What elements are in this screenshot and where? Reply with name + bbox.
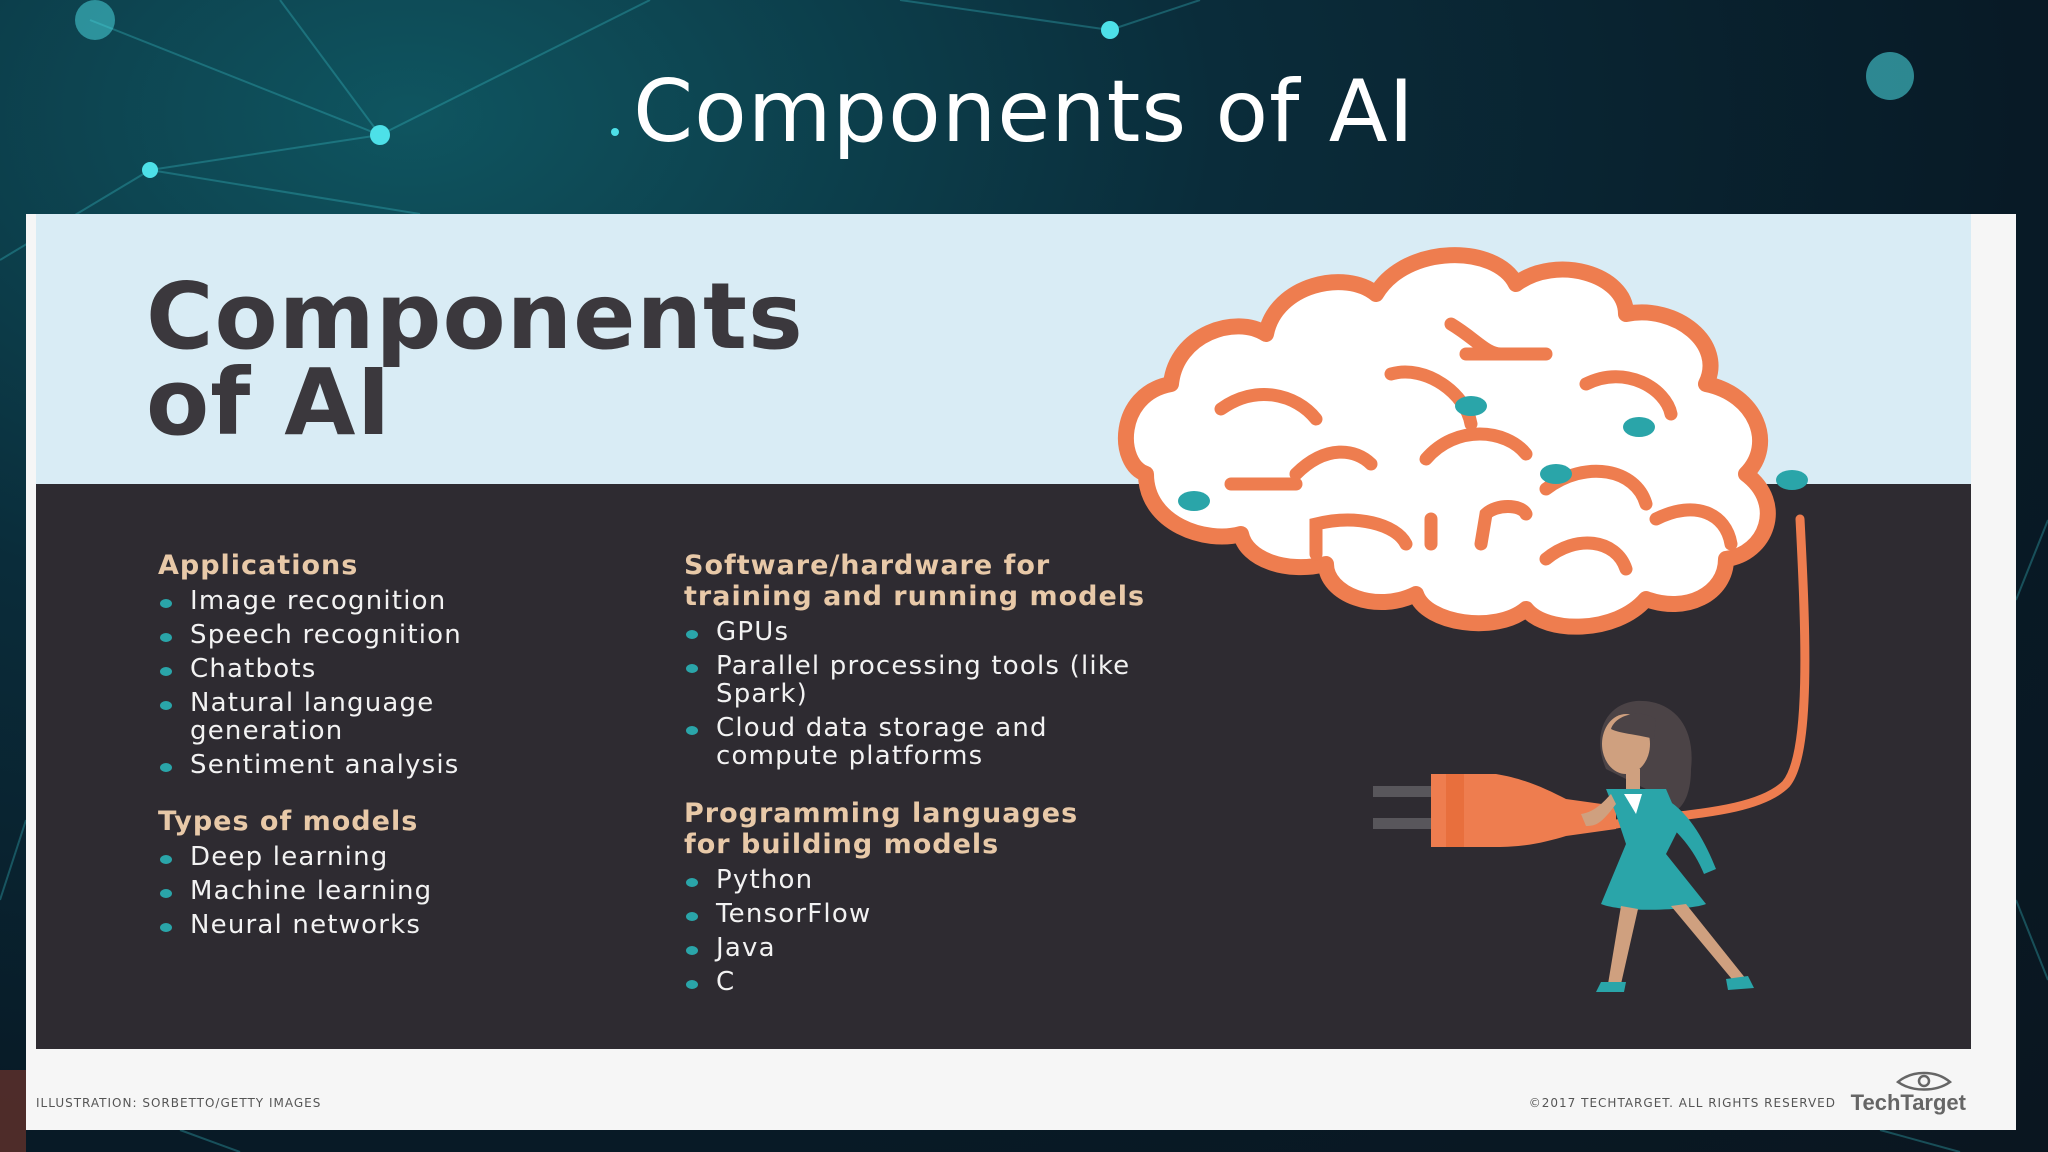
brain-plug-illustration [1118,247,1810,992]
list-item: Chatbots [158,655,578,683]
woman-icon [1581,700,1754,992]
copyright-text: ©2017 TECHTARGET. ALL RIGHTS RESERVED [1528,1096,1836,1110]
list-item: Cloud data storage and compute platforms [684,714,1146,770]
software-hardware-list: GPUs Parallel processing tools (like Spa… [684,618,1304,770]
list-item: Neural networks [158,911,578,939]
plug-icon [1373,774,1616,847]
applications-title: Applications [158,550,359,581]
list-item: Sentiment analysis [158,751,578,779]
programming-languages-title-line-2: for building models [684,829,1000,860]
software-hardware-title-line-2: training and running models [684,581,1146,612]
software-hardware-title: Software/hardware for training and runni… [684,550,1304,612]
list-item: Image recognition [158,587,578,615]
list-item: Java [684,934,1304,962]
infographic: Components of AI Applications Image reco… [26,214,2016,1130]
illustration-credit: ILLUSTRATION: SORBETTO/GETTY IMAGES [36,1096,322,1110]
software-hardware-title-line-1: Software/hardware for [684,550,1051,581]
list-item: GPUs [684,618,1304,646]
techtarget-eye-icon [1895,1071,1953,1091]
list-item: Speech recognition [158,621,578,649]
programming-languages-section: Programming languages for building model… [684,798,1304,1002]
list-item: C [684,968,1304,996]
list-item: Deep learning [158,843,578,871]
programming-languages-title-line-1: Programming languages [684,798,1079,829]
applications-list: Image recognition Speech recognition Cha… [158,587,578,779]
infographic-heading: Components of AI [146,263,804,456]
applications-section: Applications Image recognition Speech re… [158,550,578,785]
types-of-models-title: Types of models [158,806,419,837]
brain-icon [1118,247,1808,635]
list-item: TensorFlow [684,900,1304,928]
list-item: Machine learning [158,877,578,905]
heading-line-2: of AI [146,349,392,456]
programming-languages-title: Programming languages for building model… [684,798,1304,860]
list-item: Parallel processing tools (like Spark) [684,652,1156,708]
slide-title: Components of AI [633,62,1415,162]
techtarget-logo: TechTarget [1850,1090,1966,1115]
list-item: Python [684,866,1304,894]
list-item: Natural language generation [158,689,500,745]
programming-languages-list: Python TensorFlow Java C [684,866,1304,996]
software-hardware-section: Software/hardware for training and runni… [684,550,1304,776]
heading-line-1: Components [146,263,804,370]
types-of-models-section: Types of models Deep learning Machine le… [158,806,578,945]
types-of-models-list: Deep learning Machine learning Neural ne… [158,843,578,939]
